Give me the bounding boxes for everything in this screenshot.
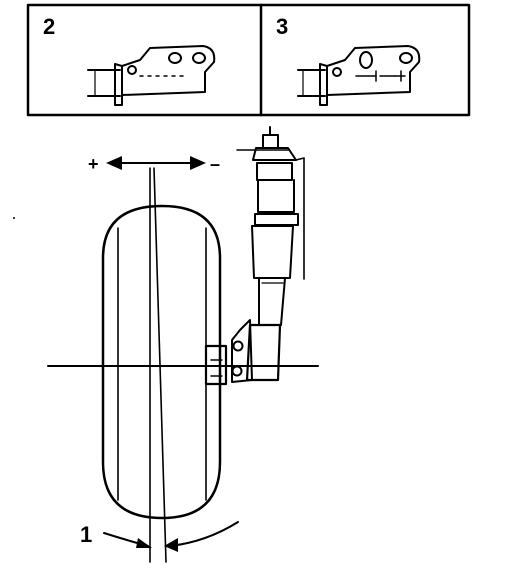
panel-3-number: 3	[276, 14, 288, 39]
panel-3-bracket-drawing	[297, 45, 421, 106]
inset-panels	[26, 3, 471, 117]
camber-angle-callout: 1	[80, 522, 92, 547]
camber-angle-arrows	[103, 521, 239, 552]
inset-frame	[26, 3, 471, 117]
lateral-adjustment-arrow	[106, 156, 206, 170]
panel-2-number: 2	[43, 14, 55, 39]
panel-2-bracket-drawing	[87, 45, 216, 106]
stray-mark	[13, 217, 15, 219]
plus-direction-sign: +	[88, 154, 99, 174]
strut-assembly	[204, 126, 305, 386]
minus-direction-sign: –	[210, 154, 220, 174]
wheel-tire	[101, 204, 222, 520]
